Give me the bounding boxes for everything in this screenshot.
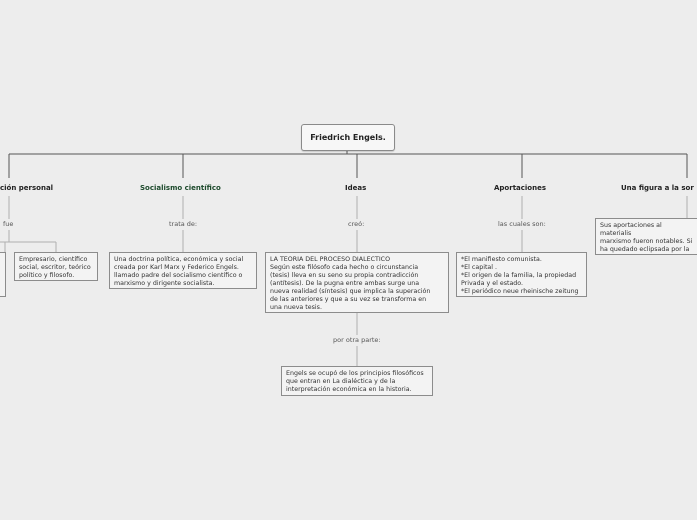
node-doctrina[interactable]: Una doctrina política, económica y socia…: [109, 252, 257, 289]
node-empresario[interactable]: Empresario, científico social, escritor,…: [14, 252, 98, 281]
node-figura-sombra[interactable]: Sus aportaciones al materialis marxismo …: [595, 218, 697, 255]
node-obras[interactable]: *El manifiesto comunista. *El capital . …: [456, 252, 587, 297]
topic-figura[interactable]: Una figura a la sor: [621, 184, 694, 192]
node-principios[interactable]: Engels se ocupó de los principios filosó…: [281, 366, 433, 396]
node-obras-text: *El manifiesto comunista. *El capital . …: [461, 256, 579, 295]
topic-socialismo-cientifico[interactable]: Socialismo científico: [140, 184, 221, 192]
link-label-cuales: las cuales son:: [497, 220, 547, 229]
node-principios-text: Engels se ocupó de los principios filosó…: [286, 370, 424, 393]
node-empresario-text: Empresario, científico social, escritor,…: [19, 256, 91, 279]
topic-aportaciones[interactable]: Aportaciones: [494, 184, 547, 192]
link-label-trata: trata de:: [168, 220, 199, 229]
topic-ideas[interactable]: Ideas: [345, 184, 367, 192]
root-label: Friedrich Engels.: [310, 133, 386, 142]
partial-node-left[interactable]: [0, 252, 6, 297]
link-label-creo: creó:: [347, 220, 366, 229]
node-sombra-text: Sus aportaciones al materialis marxismo …: [600, 222, 693, 253]
node-teoria-dialectica[interactable]: LA TEORIA DEL PROCESO DIALECTICO Según e…: [265, 252, 449, 313]
link-label-otra-parte: por otra parte:: [332, 336, 382, 345]
topic-formacion-personal[interactable]: ción personal: [0, 184, 54, 192]
link-label-fue: fue: [2, 220, 15, 229]
node-doctrina-text: Una doctrina política, económica y socia…: [114, 256, 244, 287]
root-node[interactable]: Friedrich Engels.: [301, 124, 395, 151]
node-teoria-text: LA TEORIA DEL PROCESO DIALECTICO Según e…: [270, 256, 431, 311]
